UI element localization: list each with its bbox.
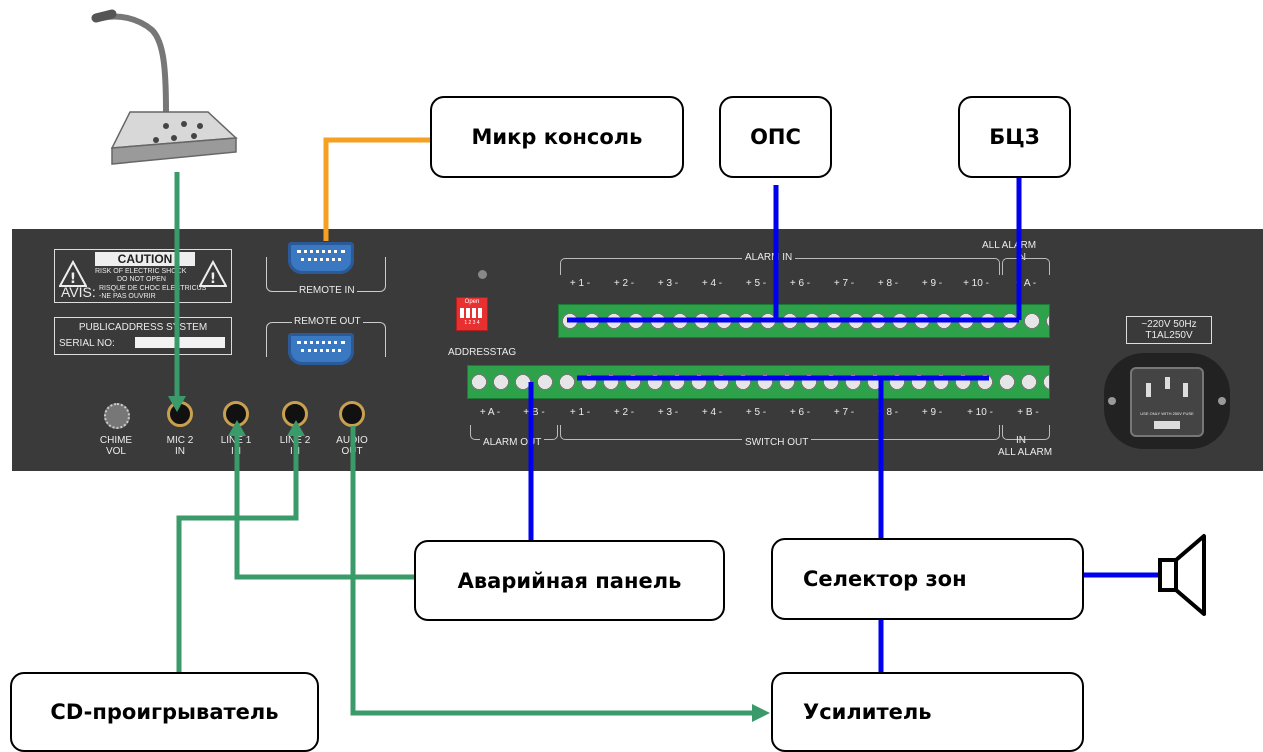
warning-triangle-icon: ! — [59, 260, 87, 287]
bcz-box: БЦЗ — [958, 96, 1071, 178]
line2-in-jack[interactable] — [282, 401, 308, 427]
rear-panel: ! ! CAUTION RISK OF ELECTRIC SHOCK DO NO… — [12, 229, 1263, 471]
terminal-label: + A - — [479, 407, 501, 418]
terminal-label: + 9 - — [921, 278, 943, 289]
panel-screw — [478, 270, 487, 279]
svg-text:!: ! — [70, 271, 76, 287]
terminal-label: + 2 - — [613, 407, 635, 418]
bottom-terminal-labels: + A - + B - + 1 - + 2 - + 3 - + 4 - + 5 … — [470, 407, 1050, 423]
amp-arrow — [752, 704, 770, 722]
terminal-label: + 3 - — [657, 407, 679, 418]
amplifier-box: Усилитель — [771, 672, 1084, 752]
terminal-label: + 4 - — [701, 278, 723, 289]
serial-label: SERIAL NO: — [59, 338, 115, 349]
caution-title: CAUTION — [95, 252, 195, 266]
avis-text-2: -NE PAS OUVRIR — [99, 293, 156, 300]
in-bottom-label: IN — [1016, 435, 1026, 446]
terminal-label: + 2 - — [613, 278, 635, 289]
caution-text-2: DO NOT OPEN — [117, 276, 166, 283]
terminal-label: + 3 - — [657, 278, 679, 289]
top-terminal-strip[interactable] — [558, 304, 1050, 338]
alarm-panel-box: Аварийная панель — [414, 540, 725, 621]
microphone-console-icon — [91, 9, 238, 165]
ops-box: ОПС — [719, 96, 832, 178]
mic-console-box: Микр консоль — [430, 96, 684, 178]
caution-label: ! ! CAUTION RISK OF ELECTRIC SHOCK DO NO… — [54, 249, 232, 303]
power-inlet-screw — [1108, 397, 1116, 405]
remote-wire — [323, 137, 430, 241]
terminal-label: + B - — [1017, 407, 1039, 418]
serial-field — [135, 337, 225, 348]
terminal-label: + 9 - — [921, 407, 943, 418]
chime-volume-knob[interactable] — [104, 403, 130, 429]
top-terminal-labels: + 1 - + 2 - + 3 - + 4 - + 5 - + 6 - + 7 … — [560, 278, 1050, 294]
all-alarm-bottom-label: ALL ALARM — [998, 447, 1053, 458]
switch-out-label: SWITCH OUT — [742, 437, 812, 448]
svg-text:!: ! — [210, 271, 216, 287]
cd-player-box: CD-проигрыватель — [10, 672, 319, 752]
mic2-in-jack[interactable] — [167, 401, 193, 427]
warning-triangle-icon: ! — [199, 260, 227, 287]
all-alarm-out-bracket — [1002, 425, 1050, 440]
terminal-label: + 10 - — [967, 407, 993, 418]
system-title: PUBLICADDRESS SYSTEM — [78, 322, 208, 333]
terminal-label: + 7 - — [833, 278, 855, 289]
terminal-label: + B - — [523, 407, 545, 418]
terminal-label: + 5 - — [745, 407, 767, 418]
avis-label: AVIS: — [61, 284, 96, 300]
all-alarm-in-bracket — [1002, 258, 1050, 275]
remote-out-label: REMOTE OUT — [292, 316, 363, 327]
power-rating-label: ~220V 50Hz T1AL250V — [1126, 316, 1212, 344]
alarm-in-label: ALARM IN — [742, 252, 796, 263]
system-label: PUBLICADDRESS SYSTEM SERIAL NO: — [54, 317, 232, 355]
terminal-label: + 1 - — [569, 407, 591, 418]
audio-out-jack[interactable] — [339, 401, 365, 427]
terminal-label: + 5 - — [745, 278, 767, 289]
remote-in-connector — [288, 242, 354, 274]
terminal-label: + 6 - — [789, 407, 811, 418]
terminal-label: + 10 - — [963, 278, 989, 289]
terminal-label: + 8 - — [877, 407, 899, 418]
bottom-terminal-strip[interactable] — [467, 365, 1050, 399]
terminal-label: + 7 - — [833, 407, 855, 418]
zone-selector-box: Селектор зон — [771, 538, 1084, 620]
remote-out-connector — [288, 333, 354, 365]
address-tag-label: ADDRESSTAG — [448, 347, 517, 358]
terminal-label: + 1 - — [569, 278, 591, 289]
terminal-label: + 4 - — [701, 407, 723, 418]
line1-in-jack[interactable] — [223, 401, 249, 427]
power-inlet-socket[interactable]: USE ONLY WITH 250V FUSE — [1130, 367, 1204, 437]
speaker-icon — [1158, 534, 1206, 616]
fuse-holder[interactable] — [1154, 421, 1180, 429]
remote-in-label: REMOTE IN — [297, 285, 357, 296]
terminal-label: + 6 - — [789, 278, 811, 289]
power-inlet-screw — [1218, 397, 1226, 405]
avis-text-1: RISQUE DE CHOC ELECTRICUS — [99, 285, 207, 292]
caution-text-1: RISK OF ELECTRIC SHOCK — [95, 268, 187, 275]
address-dip-switch[interactable]: Open 1 2 3 4 — [456, 297, 488, 331]
all-alarm-top-label: ALL ALARM — [982, 240, 1037, 251]
alarm-out-label: ALARM OUT — [480, 437, 545, 448]
terminal-label: + A - — [1015, 278, 1037, 289]
terminal-label: + 8 - — [877, 278, 899, 289]
